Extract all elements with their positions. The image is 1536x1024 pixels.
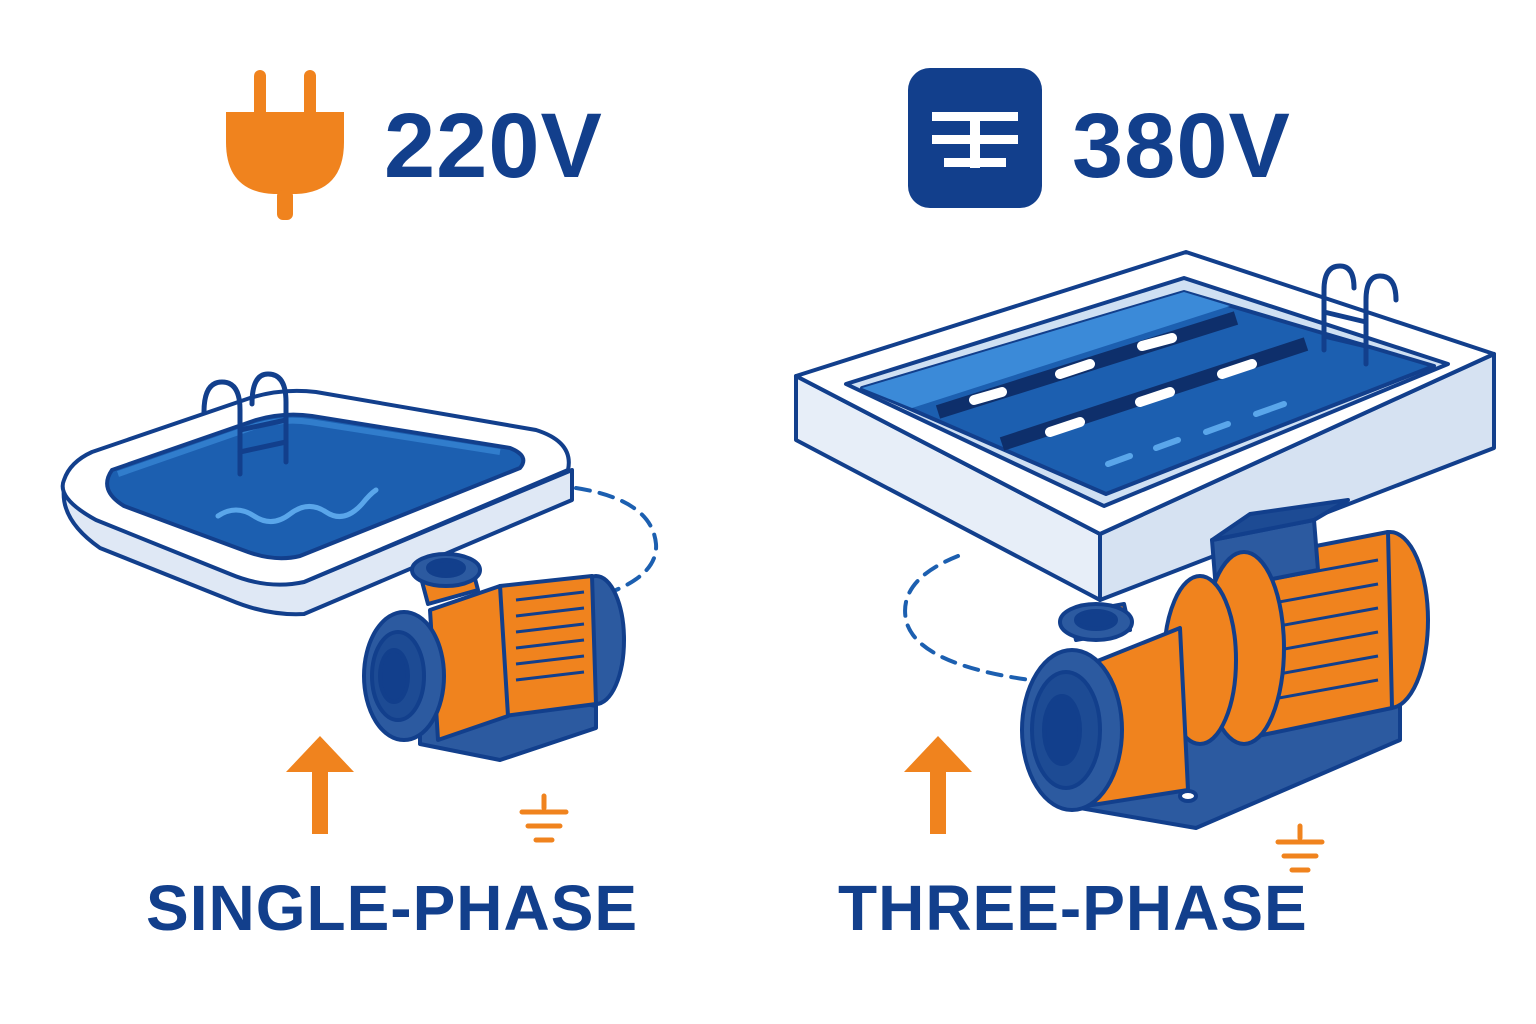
phase-label-right: THREE-PHASE <box>838 872 1308 944</box>
ground-icon-left <box>519 793 569 843</box>
phase-label-left: SINGLE-PHASE <box>146 872 639 944</box>
ground-icon-right <box>1275 823 1325 873</box>
small-pump <box>362 552 626 762</box>
three-phase-icon <box>908 68 1042 208</box>
voltage-label-right: 380V <box>1072 95 1291 197</box>
cable-left <box>574 486 659 592</box>
up-arrow-left <box>286 736 354 834</box>
large-pool <box>794 250 1496 602</box>
large-pump <box>1020 498 1430 830</box>
voltage-label-left: 220V <box>384 95 603 197</box>
plug-icon <box>226 70 344 220</box>
cable-right <box>903 554 1032 682</box>
up-arrow-right <box>904 736 972 834</box>
small-pool <box>60 371 574 617</box>
